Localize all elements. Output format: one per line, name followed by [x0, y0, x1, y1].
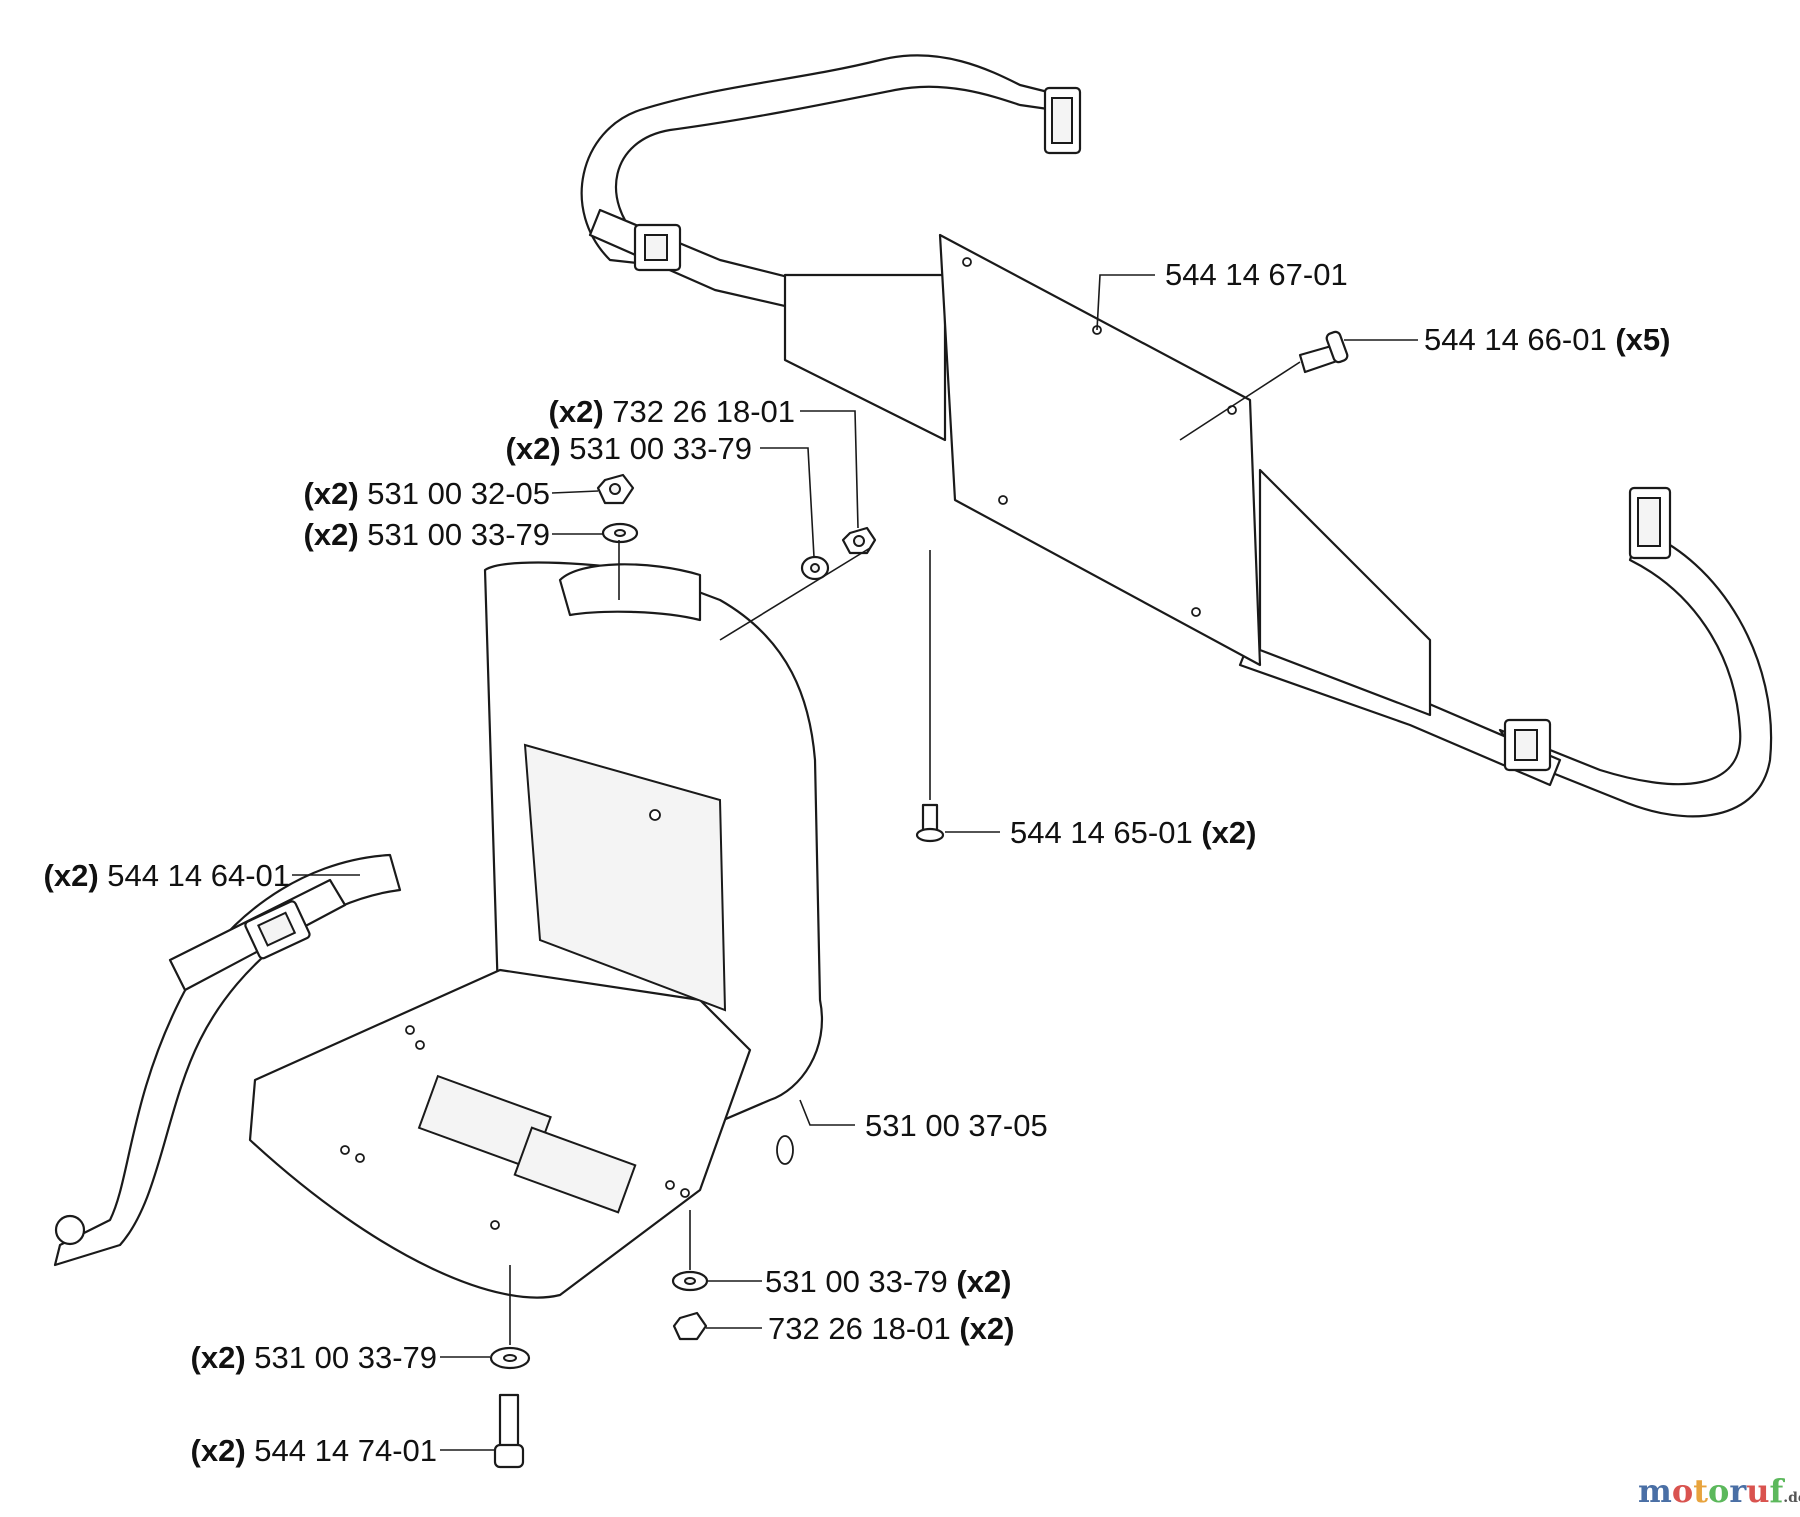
base-cutout-2	[513, 1126, 637, 1214]
watermark-letter: u	[1746, 1472, 1769, 1510]
watermark-letter: o	[1672, 1472, 1693, 1510]
waist-strap-hook	[54, 1214, 86, 1246]
strap-buckle-right-slot	[1514, 729, 1538, 761]
bolt-544-14-74-01	[498, 1393, 520, 1449]
watermark-letter: m	[1638, 1472, 1672, 1510]
part-label-544-14-67-01: 544 14 67-01	[1165, 257, 1348, 292]
frame-top-handle	[558, 563, 702, 622]
part-label-544-14-74-01: (x2) 544 14 74-01	[191, 1433, 437, 1468]
watermark-letter: f	[1769, 1472, 1785, 1510]
strap-buckle-left-slot	[644, 234, 668, 261]
leader-531-00-33-79-a	[760, 447, 815, 558]
washer-hole	[810, 563, 820, 573]
part-labels: 544 14 67-01 544 14 66-01 (x5) (x2) 732 …	[44, 257, 1671, 1468]
frame-window	[523, 743, 727, 1012]
part-label-531-00-33-79-d: (x2) 531 00 33-79	[191, 1340, 437, 1375]
washer-hole	[614, 529, 626, 537]
leader-531-00-37-05	[799, 1099, 855, 1126]
hardware	[489, 330, 1349, 1469]
waist-strap-buckle-slot	[257, 911, 297, 947]
leader-nut-to-frame	[719, 547, 871, 641]
part-label-531-00-32-05: (x2) 531 00 32-05	[304, 476, 550, 511]
wedge-left	[783, 273, 947, 442]
plate-hole	[1191, 607, 1201, 617]
frame-slot	[776, 1135, 794, 1165]
plate-hole	[962, 257, 972, 267]
part-label-544-14-66-01: 544 14 66-01 (x5)	[1424, 322, 1670, 357]
frame-hole	[405, 1025, 415, 1035]
leader-bolt-to-plate	[1179, 361, 1301, 441]
frame-hole	[680, 1188, 690, 1198]
leader-531-00-32-05	[551, 490, 599, 494]
motoruf-watermark-logo: motoruf.de	[1638, 1472, 1800, 1510]
leader-lines	[292, 274, 1418, 1451]
part-label-531-00-37-05: 531 00 37-05	[865, 1108, 1048, 1143]
strap-buckle-right-top-slot	[1637, 497, 1661, 547]
shoulder-strap-right	[1498, 528, 1773, 818]
part-label-732-26-18-01: (x2) 732 26 18-01	[549, 394, 795, 429]
washer-hole	[684, 1277, 696, 1285]
frame-hole	[649, 809, 661, 821]
frame-hole	[415, 1040, 425, 1050]
watermark-letter: r	[1729, 1472, 1747, 1510]
nut-732-26-18-01-lower	[672, 1311, 708, 1341]
frame-hole	[665, 1180, 675, 1190]
part-label-531-00-33-79-b: (x2) 531 00 33-79	[304, 517, 550, 552]
washer-hole	[503, 1354, 517, 1362]
strap-buckle-top-slot	[1051, 97, 1073, 144]
watermark-letter: t	[1693, 1472, 1708, 1510]
screw-head	[915, 827, 945, 843]
leader-732-26-18-01	[800, 410, 859, 529]
plate-hole	[998, 495, 1008, 505]
back-plate	[938, 233, 1262, 667]
nut-hole	[853, 535, 865, 547]
frame-hole	[490, 1220, 500, 1230]
part-label-531-00-33-79-c: 531 00 33-79 (x2)	[765, 1264, 1011, 1299]
part-label-544-14-65-01: 544 14 65-01 (x2)	[1010, 815, 1256, 850]
frame-hole	[355, 1153, 365, 1163]
part-label-544-14-64-01: (x2) 544 14 64-01	[44, 858, 290, 893]
leader-544-14-67-01	[1096, 274, 1155, 331]
part-label-732-26-18-01-b: 732 26 18-01 (x2)	[768, 1311, 1014, 1346]
wedge-right	[1258, 468, 1432, 717]
part-label-531-00-33-79-a: (x2) 531 00 33-79	[506, 431, 752, 466]
frame-hole	[340, 1145, 350, 1155]
nut-hole	[609, 483, 621, 495]
watermark-letter: o	[1708, 1472, 1729, 1510]
watermark-suffix: .de	[1783, 1490, 1800, 1506]
bolt-head	[493, 1443, 525, 1469]
waist-strap-assembly	[53, 853, 402, 1267]
bolt-head	[1325, 330, 1349, 364]
back-plate-assembly	[783, 233, 1432, 717]
backpack-frame	[248, 561, 823, 1299]
